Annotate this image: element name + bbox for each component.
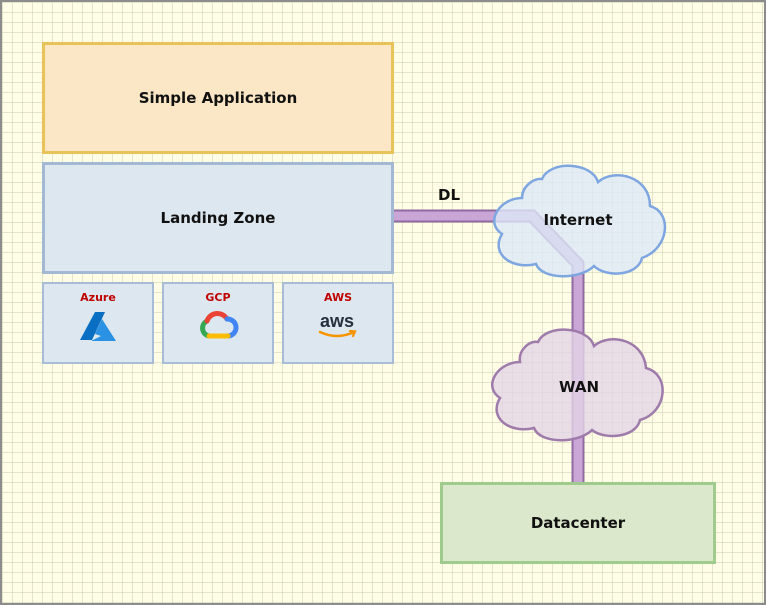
wan-cloud [491, 328, 664, 442]
datacenter-box[interactable]: Datacenter [440, 482, 716, 564]
aws-label: AWS [323, 291, 353, 304]
wan-label: WAN [558, 378, 600, 396]
landing-zone-box[interactable]: Landing Zone [42, 162, 394, 274]
aws-icon: aws [318, 311, 357, 338]
simple-application-box[interactable]: Simple Application [42, 42, 394, 154]
aws-logo-text: aws [320, 311, 354, 331]
internet-cloud [493, 164, 667, 278]
azure-icon [80, 312, 116, 341]
landing-zone-label: Landing Zone [160, 209, 276, 227]
azure-box[interactable]: Azure [42, 282, 154, 364]
google-cloud-icon [200, 311, 239, 339]
internet-label: Internet [543, 211, 613, 229]
gcp-label: GCP [205, 291, 231, 304]
gcp-box[interactable]: GCP [162, 282, 274, 364]
simple-application-label: Simple Application [138, 89, 298, 107]
azure-label: Azure [80, 291, 116, 304]
datacenter-label: Datacenter [530, 514, 626, 532]
dl-label: DL [437, 186, 461, 204]
aws-box[interactable]: AWS aws [282, 282, 394, 364]
